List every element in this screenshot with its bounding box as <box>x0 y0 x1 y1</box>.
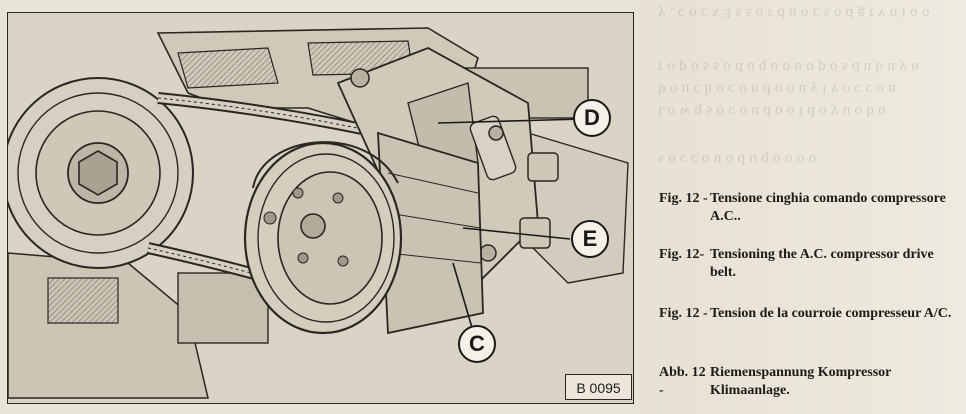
caption-german: Abb. 12 - Riemenspannung Kompressor Klim… <box>659 364 959 400</box>
caption-text: Tensioning the A.C. compressor drive bel… <box>710 247 934 280</box>
right-page-area <box>640 0 966 414</box>
caption-text: Tension de la courroie compresseur A/C. <box>710 306 952 321</box>
engine-figure <box>7 12 634 404</box>
caption-number: Abb. 12 - <box>659 365 706 398</box>
bleed-through-text: r o p o s s o d u q u o u o p o s d u b … <box>658 59 920 75</box>
callout-c: C <box>458 325 496 363</box>
caption-text: Tensione cinghia comando compressore A.C… <box>710 191 946 224</box>
bleed-through-text: Lo w q s o c o u d o o i d o y u o b o <box>658 103 887 119</box>
caption-french: Fig. 12 - Tension de la courroie compres… <box>659 305 959 323</box>
caption-number: Fig. 12 - <box>659 306 708 321</box>
callout-e: E <box>571 220 609 258</box>
figure-code-label: B 0095 <box>565 374 632 400</box>
caption-text: Riemenspannung Kompressor Klimaanlage. <box>710 365 892 398</box>
bleed-through-text: s o c c o u o d u q o o o o <box>658 151 817 167</box>
caption-italian: Fig. 12 - Tensione cinghia comando compr… <box>659 190 959 226</box>
compressor-drive-belt-illustration <box>8 27 629 399</box>
bleed-through-text: y , c o c x 3 s s o r d u o c s o d g t … <box>658 5 930 21</box>
caption-english: Fig. 12- Tensioning the A.C. compressor … <box>659 246 959 282</box>
callout-d: D <box>573 99 611 137</box>
bleed-through-text: b o u c h o c o n d o o u y i v o c c o … <box>658 81 897 97</box>
caption-number: Fig. 12 - <box>659 191 708 206</box>
caption-number: Fig. 12- <box>659 247 705 262</box>
